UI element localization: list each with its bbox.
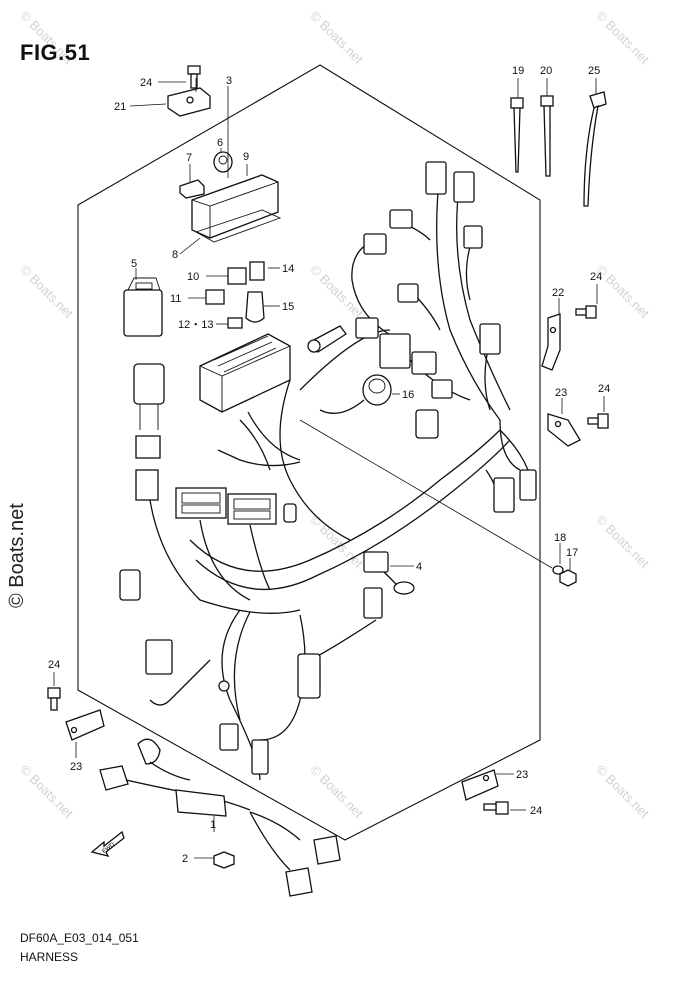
connector-u10 (411, 351, 437, 375)
callout-8: 8 (172, 249, 178, 261)
relay-10 (227, 267, 247, 285)
relay-5 (123, 277, 163, 337)
callout-20: 20 (540, 65, 552, 77)
connector-l3 (297, 653, 321, 699)
forward-arrow-icon: FWD (90, 830, 125, 857)
ecu-connector-b (227, 493, 277, 525)
callout-2: 2 (182, 853, 188, 865)
connector-u4 (363, 233, 387, 255)
callout-24-r2: 24 (598, 383, 610, 395)
clip-7 (179, 179, 205, 199)
callout-23-r: 23 (555, 387, 567, 399)
callout-19: 19 (512, 65, 524, 77)
connector-r2 (519, 469, 537, 501)
ecu-connector-a (175, 487, 227, 519)
sensor-16 (319, 374, 392, 414)
connector-r1 (493, 477, 515, 513)
harness-trunk (189, 429, 501, 572)
callout-4: 4 (416, 561, 422, 573)
callout-9: 9 (243, 151, 249, 163)
fuse-box-cover-9 (191, 174, 279, 239)
callout-6: 6 (217, 137, 223, 149)
sensor-plug (307, 325, 347, 353)
connector-l2 (119, 569, 141, 601)
callout-11: 11 (170, 293, 181, 305)
callout-23-br: 23 (516, 769, 528, 781)
callout-24-br: 24 (530, 805, 542, 817)
callout-1: 1 (210, 819, 216, 831)
callout-15: 15 (282, 301, 294, 313)
bulb-15 (245, 291, 265, 323)
connector-left-1 (135, 435, 161, 459)
tie-strap-25 (583, 91, 607, 207)
connector-u6 (397, 283, 419, 303)
bracket-21 (167, 87, 211, 117)
tie-strap-20 (540, 95, 554, 177)
battery-harness-1 (99, 738, 341, 897)
connector-u1 (425, 161, 447, 195)
bracket-23-bl (65, 709, 105, 741)
callout-3: 3 (226, 75, 232, 87)
callout-18: 18 (554, 532, 566, 544)
connector-u7 (479, 323, 501, 355)
bolt-24-bl (47, 687, 61, 711)
connector-l5 (251, 739, 269, 775)
callout-5: 5 (131, 258, 137, 270)
connector-u9 (379, 333, 411, 369)
callout-21: 21 (114, 101, 126, 113)
bracket-23-br (461, 769, 499, 801)
connector-u3 (389, 209, 413, 229)
ground-terminal-4 (363, 551, 415, 595)
callout-10: 10 (187, 271, 199, 283)
callout-14: 14 (282, 263, 294, 275)
tie-strap-19 (510, 97, 524, 173)
callout-16: 16 (402, 389, 414, 401)
callout-24-bl: 24 (48, 659, 60, 671)
callout-7: 7 (186, 152, 192, 164)
callout-22: 22 (552, 287, 564, 299)
assembly-frame (77, 64, 541, 841)
bolt-24-br (483, 801, 509, 815)
callout-12-13: 12・13 (178, 319, 213, 331)
connector-left-2 (135, 469, 159, 501)
callout-23-bl: 23 (70, 761, 82, 773)
harness-clamp (415, 409, 439, 439)
fuse-relay-block (199, 333, 291, 413)
connector-l1 (145, 639, 173, 675)
connector-mid (363, 587, 383, 619)
connector-small (283, 503, 297, 523)
fuse-11 (205, 289, 225, 305)
nut-2 (213, 851, 235, 869)
connector-cap (133, 363, 165, 430)
bolt-24-r2 (587, 413, 609, 429)
connector-u2 (453, 171, 475, 203)
terminal-eye (218, 680, 230, 692)
washer-18 (552, 565, 564, 575)
figure-name: HARNESS (20, 950, 79, 964)
gasket-8 (194, 209, 282, 243)
fuse-12-13 (227, 317, 243, 329)
callout-25: 25 (588, 65, 600, 77)
connector-u8 (355, 317, 379, 339)
relay-14 (249, 261, 265, 281)
connector-l4 (219, 723, 239, 751)
figure-title: FIG.51 (20, 40, 91, 65)
connector-u11 (431, 379, 453, 399)
nut-17 (559, 569, 577, 587)
bracket-23-r (547, 413, 581, 447)
bolt-24-r1 (575, 305, 597, 319)
bolt-24-top (187, 65, 201, 89)
bracket-22 (541, 313, 561, 371)
callout-17: 17 (566, 547, 578, 559)
callout-24-top: 24 (140, 77, 152, 89)
grommet-6 (213, 151, 233, 173)
drawing-code: DF60A_E03_014_051 (20, 931, 139, 945)
callout-24-r1: 24 (590, 271, 602, 283)
connector-u5 (463, 225, 483, 249)
